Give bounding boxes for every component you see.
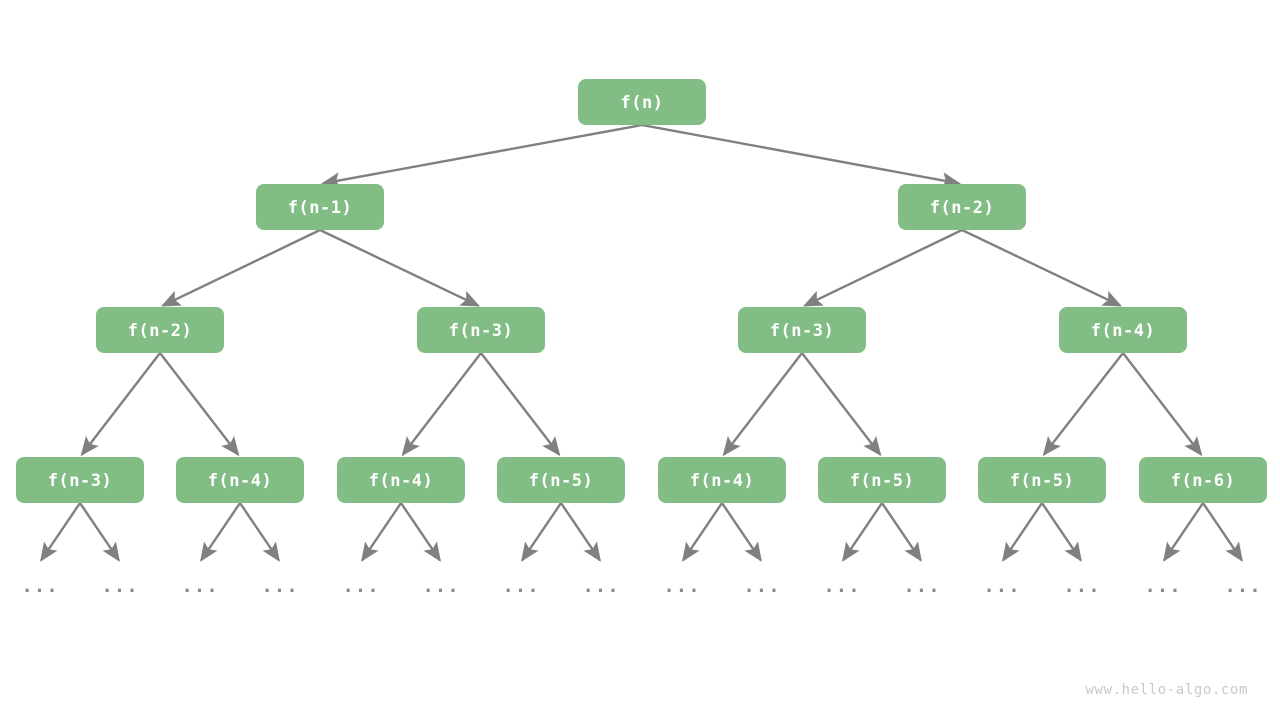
ellipsis-edge xyxy=(521,502,562,562)
node-box xyxy=(176,457,304,503)
ellipsis-label: ... xyxy=(181,575,218,597)
ellipsis-edge xyxy=(560,502,601,562)
tree-node: f(n-3) xyxy=(738,307,866,353)
node-label: f(n-4) xyxy=(208,471,272,491)
tree-edge xyxy=(321,123,643,189)
node-label: f(n) xyxy=(621,93,664,113)
node-box xyxy=(497,457,625,503)
ellipsis-edge xyxy=(721,502,762,562)
ellipsis-label: ... xyxy=(101,575,138,597)
node-label: f(n-4) xyxy=(369,471,433,491)
tree-edge xyxy=(641,123,961,189)
node-box xyxy=(978,457,1106,503)
ellipsis-label: ... xyxy=(342,575,379,597)
ellipsis-label: ... xyxy=(21,575,58,597)
tree-node: f(n-3) xyxy=(417,307,545,353)
tree-edge xyxy=(319,228,481,307)
ellipsis-label: ... xyxy=(261,575,298,597)
tree-edge xyxy=(160,228,321,307)
ellipsis-edge xyxy=(842,502,883,562)
node-label: f(n-3) xyxy=(48,471,112,491)
node-label: f(n-5) xyxy=(1010,471,1074,491)
node-box xyxy=(578,79,706,125)
node-box xyxy=(1139,457,1267,503)
tree-node: f(n-2) xyxy=(96,307,224,353)
node-label: f(n-3) xyxy=(770,321,834,341)
tree-edge xyxy=(159,352,240,457)
tree-node: f(n-4) xyxy=(658,457,786,503)
node-box xyxy=(738,307,866,353)
ellipsis-labels: ........................................… xyxy=(21,575,1261,597)
tree-edge xyxy=(1122,352,1203,457)
ellipsis-label: ... xyxy=(582,575,619,597)
tree-node: f(n-4) xyxy=(337,457,465,503)
ellipsis-label: ... xyxy=(983,575,1020,597)
ellipsis-edge xyxy=(79,502,120,562)
node-box xyxy=(417,307,545,353)
ellipsis-edge xyxy=(200,502,241,562)
tree-node: f(n-5) xyxy=(978,457,1106,503)
node-label: f(n-5) xyxy=(529,471,593,491)
node-label: f(n-2) xyxy=(930,198,994,218)
tree-node: f(n-3) xyxy=(16,457,144,503)
tree-edges xyxy=(80,123,1203,457)
node-box xyxy=(96,307,224,353)
ellipsis-edge xyxy=(881,502,922,562)
node-box xyxy=(1059,307,1187,353)
ellipsis-label: ... xyxy=(743,575,780,597)
ellipsis-edge xyxy=(400,502,441,562)
ellipsis-edge xyxy=(1163,502,1204,562)
watermark: www.hello-algo.com xyxy=(1085,682,1248,698)
tree-node: f(n-2) xyxy=(898,184,1026,230)
ellipsis-edge xyxy=(1202,502,1243,562)
ellipsis-edge xyxy=(1002,502,1043,562)
tree-node: f(n-5) xyxy=(497,457,625,503)
ellipsis-label: ... xyxy=(823,575,860,597)
tree-node: f(n-6) xyxy=(1139,457,1267,503)
tree-node: f(n) xyxy=(578,79,706,125)
ellipsis-label: ... xyxy=(502,575,539,597)
tree-node: f(n-4) xyxy=(1059,307,1187,353)
tree-edge xyxy=(801,352,882,457)
node-label: f(n-5) xyxy=(850,471,914,491)
ellipsis-edge xyxy=(239,502,280,562)
tree-node: f(n-4) xyxy=(176,457,304,503)
tree-node: f(n-5) xyxy=(818,457,946,503)
ellipsis-edge xyxy=(682,502,723,562)
ellipsis-edge xyxy=(40,502,81,562)
node-box xyxy=(818,457,946,503)
node-box xyxy=(256,184,384,230)
ellipsis-label: ... xyxy=(903,575,940,597)
tree-nodes: f(n) f(n-1) f(n-2) f(n-2) f(n-3) f(n-3) f(n-4)… xyxy=(16,79,1267,503)
ellipsis-edge xyxy=(1041,502,1082,562)
ellipsis-label: ... xyxy=(422,575,459,597)
ellipsis-edges xyxy=(40,502,1243,562)
node-box xyxy=(658,457,786,503)
tree-edge xyxy=(961,228,1123,307)
node-box xyxy=(16,457,144,503)
node-label: f(n-6) xyxy=(1171,471,1235,491)
node-box xyxy=(898,184,1026,230)
ellipsis-edge xyxy=(361,502,402,562)
tree-edge xyxy=(722,352,803,457)
node-label: f(n-1) xyxy=(288,198,352,218)
tree-edge xyxy=(401,352,482,457)
ellipsis-label: ... xyxy=(1224,575,1261,597)
ellipsis-label: ... xyxy=(663,575,700,597)
node-label: f(n-4) xyxy=(690,471,754,491)
tree-edge xyxy=(480,352,561,457)
tree-edge xyxy=(80,352,161,457)
ellipsis-label: ... xyxy=(1063,575,1100,597)
tree-edge xyxy=(802,228,963,307)
tree-node: f(n-1) xyxy=(256,184,384,230)
tree-edge xyxy=(1042,352,1124,457)
node-label: f(n-3) xyxy=(449,321,513,341)
node-label: f(n-2) xyxy=(128,321,192,341)
node-box xyxy=(337,457,465,503)
node-label: f(n-4) xyxy=(1091,321,1155,341)
ellipsis-label: ... xyxy=(1144,575,1181,597)
